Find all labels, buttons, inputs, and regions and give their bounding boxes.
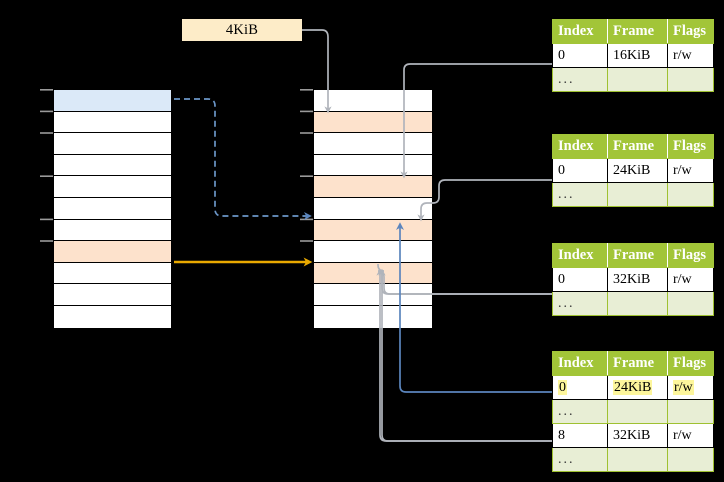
physical-memory-column xyxy=(313,89,433,328)
table-cell-index: 0 xyxy=(552,158,608,183)
table-cell-frame: 16KiB xyxy=(607,43,668,68)
table-cell-index: 0 xyxy=(552,267,608,292)
memory-cell xyxy=(54,305,171,328)
column-header-frame: Frame xyxy=(607,19,668,44)
column-header-index: Index xyxy=(552,351,608,376)
table-cell-index: 0 xyxy=(552,43,608,68)
memory-cell xyxy=(314,219,432,242)
memory-cell xyxy=(314,262,432,285)
column-header-index: Index xyxy=(552,134,608,159)
table-row[interactable]: 0 24KiB r/w xyxy=(552,375,714,400)
column-header-index: Index xyxy=(552,19,608,44)
column-header-frame: Frame xyxy=(607,243,668,268)
table-cell-flags: r/w xyxy=(667,267,714,292)
table-cell-index: ... xyxy=(552,447,608,472)
memory-cell xyxy=(54,111,171,134)
memory-cell xyxy=(54,284,171,306)
table-row[interactable]: ... xyxy=(552,447,714,472)
table-cell-frame xyxy=(607,447,668,472)
page-size-label: 4KiB xyxy=(182,19,302,41)
table-cell-flags: r/w xyxy=(667,43,714,68)
memory-cell xyxy=(54,154,171,177)
table-cell-frame xyxy=(607,182,668,207)
highlighted-value: 24KiB xyxy=(613,379,653,395)
table-cell-frame: 24KiB xyxy=(607,375,668,400)
table-cell-frame xyxy=(607,67,668,92)
highlighted-value: r/w xyxy=(673,379,694,395)
table-cell-flags xyxy=(667,67,714,92)
memory-cell xyxy=(54,219,171,242)
table-cell-flags: r/w xyxy=(667,375,714,400)
table-cell-flags xyxy=(667,447,714,472)
table-cell-index: ... xyxy=(552,67,608,92)
table-cell-flags xyxy=(667,399,714,424)
table-row[interactable]: ... xyxy=(552,291,714,316)
table-cell-index: ... xyxy=(552,291,608,316)
memory-cell xyxy=(314,305,432,328)
column-header-frame: Frame xyxy=(607,351,668,376)
memory-cell xyxy=(314,176,432,198)
memory-cell xyxy=(314,133,432,155)
memory-cell xyxy=(314,154,432,177)
memory-cell xyxy=(54,241,171,263)
table-cell-flags: r/w xyxy=(667,423,714,448)
table-cell-index: 0 xyxy=(552,375,608,400)
table-row[interactable]: ... xyxy=(552,182,714,207)
memory-cell xyxy=(54,262,171,285)
table-cell-frame: 24KiB xyxy=(607,158,668,183)
memory-cell xyxy=(314,241,432,263)
memory-cell xyxy=(54,133,171,155)
column-header-frame: Frame xyxy=(607,134,668,159)
table-cell-frame: 32KiB xyxy=(607,423,668,448)
table-cell-frame xyxy=(607,291,668,316)
virtual-address-space-column xyxy=(53,89,172,328)
memory-cell xyxy=(54,197,171,220)
page-size-label-text: 4KiB xyxy=(225,21,259,38)
memory-cell xyxy=(314,111,432,134)
highlighted-value: 0 xyxy=(558,379,567,395)
memory-cell xyxy=(314,284,432,306)
table-cell-flags xyxy=(667,291,714,316)
table-cell-index: ... xyxy=(552,399,608,424)
middle-column-ticks xyxy=(300,89,313,242)
column-header-index: Index xyxy=(552,243,608,268)
column-header-flags: Flags xyxy=(667,19,714,44)
wire-table2-to-frame xyxy=(417,179,552,222)
table-row[interactable]: ... xyxy=(552,399,714,424)
table-row[interactable]: ... xyxy=(552,67,714,92)
memory-cell xyxy=(314,197,432,220)
table-cell-index: 8 xyxy=(552,423,608,448)
table-cell-flags xyxy=(667,182,714,207)
table-cell-frame: 32KiB xyxy=(607,267,668,292)
table-cell-frame xyxy=(607,399,668,424)
memory-cell xyxy=(54,176,171,198)
table-cell-index: ... xyxy=(552,182,608,207)
wire-virtual-page-dashed xyxy=(174,98,312,220)
left-column-ticks xyxy=(40,89,53,242)
memory-cell xyxy=(314,90,432,112)
memory-cell xyxy=(54,90,171,112)
table-cell-flags: r/w xyxy=(667,158,714,183)
column-header-flags: Flags xyxy=(667,351,714,376)
column-header-flags: Flags xyxy=(667,243,714,268)
column-header-flags: Flags xyxy=(667,134,714,159)
